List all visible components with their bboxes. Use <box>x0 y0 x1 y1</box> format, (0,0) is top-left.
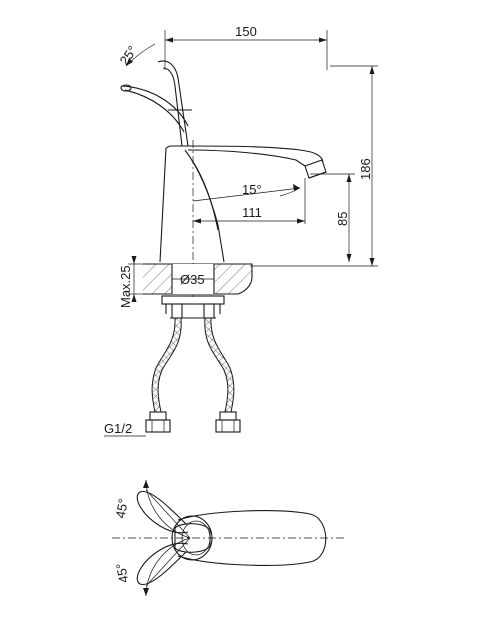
hose-connector-right <box>215 411 241 433</box>
counter-top-section: Ø35 <box>143 263 253 295</box>
thread-label: G1/2 <box>104 421 132 436</box>
dimension-spout-angle: 15° <box>192 182 301 202</box>
dimension-height-85: 85 <box>310 173 355 262</box>
rotation-upper-label: 45° <box>113 497 131 519</box>
dimension-rotation-lower: 45° <box>113 537 191 597</box>
dimension-thread: G1/2 <box>104 421 146 437</box>
height-85-label: 85 <box>335 212 350 226</box>
reach-111-label: 111 <box>242 205 262 220</box>
hole-diameter-label: Ø35 <box>180 272 205 287</box>
lever-rotated-up <box>136 491 189 534</box>
counter-max-label: Max.25 <box>118 265 133 308</box>
height-186-label: 186 <box>358 158 373 180</box>
dimension-height-186: 186 <box>250 65 378 267</box>
dimension-rotation-upper: 45° <box>113 479 191 539</box>
lever-rotated-down <box>136 542 189 585</box>
dimension-lever-angle: 25° <box>116 43 156 68</box>
flexible-hose-right <box>204 317 235 413</box>
dimension-reach-111: 111 <box>193 178 306 224</box>
side-view: 150 25° <box>104 24 378 437</box>
lever-angle-label: 25° <box>116 43 140 68</box>
faucet-handle <box>120 60 192 147</box>
faucet-body <box>159 145 327 263</box>
hose-connector-left <box>145 411 171 433</box>
rotation-lower-label: 45° <box>113 562 131 584</box>
top-view: 45° 45° <box>112 479 345 597</box>
mounting-nut <box>161 295 225 319</box>
width-150-label: 150 <box>235 24 257 39</box>
flexible-hose-left <box>151 317 182 413</box>
spout-angle-label: 15° <box>242 182 262 197</box>
dimension-width-150: 150 <box>164 24 328 70</box>
body-rosette <box>171 515 213 561</box>
spout-top-outline <box>177 510 327 566</box>
dimension-counter-max: Max.25 <box>118 256 143 308</box>
